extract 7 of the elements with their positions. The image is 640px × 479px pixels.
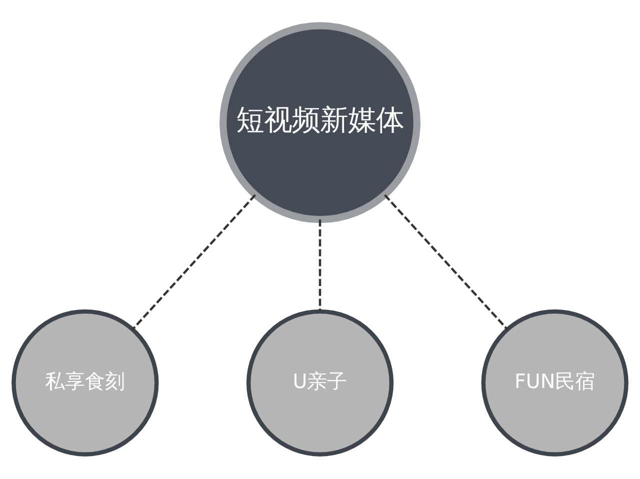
connector — [384, 194, 508, 330]
connector — [132, 194, 256, 330]
node-circle: 短视频新媒体 — [220, 22, 420, 223]
node-circle: U亲子 — [246, 308, 394, 456]
node-circle: 私享食刻 — [12, 308, 159, 456]
node-circle: FUN民宿 — [481, 308, 628, 456]
connector — [318, 219, 322, 311]
